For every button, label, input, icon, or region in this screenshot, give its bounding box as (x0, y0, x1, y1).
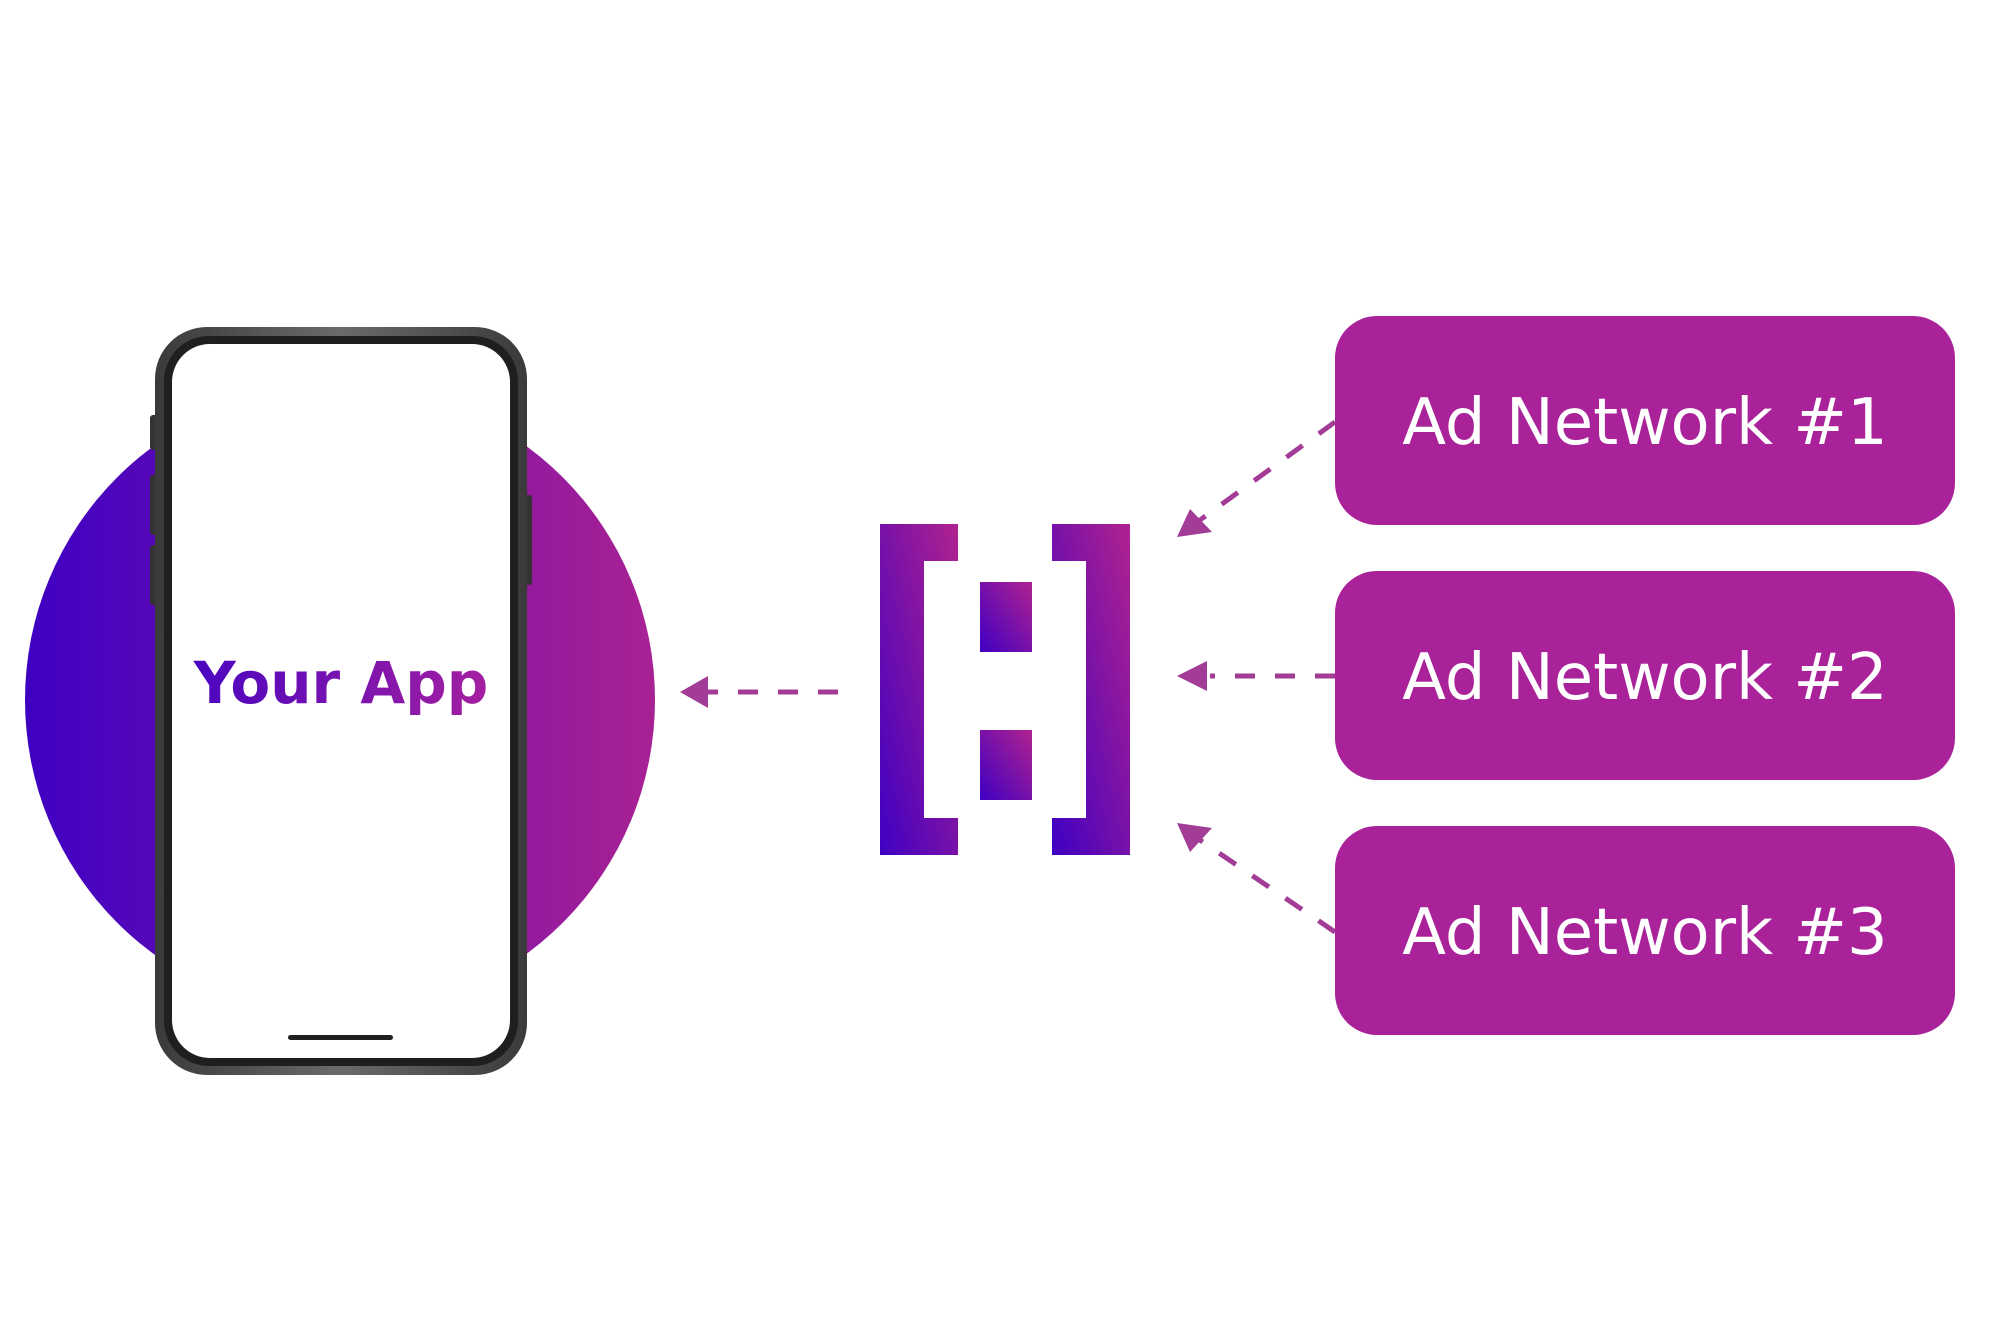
network-box-3-bg (1335, 826, 1955, 1035)
logo-square-top (980, 582, 1032, 652)
arrowhead-network2 (1177, 661, 1207, 691)
arrowhead-app (680, 676, 708, 708)
home-indicator (288, 1035, 393, 1040)
network-label-1: Ad Network #1 (1402, 386, 1888, 460)
arrowhead-network3 (1177, 823, 1212, 852)
network-box-3: Ad Network #3 (1335, 826, 1955, 1035)
logo-square-bottom (980, 730, 1032, 800)
network-box-1-bg (1335, 316, 1955, 525)
logo-right-bracket (1052, 524, 1130, 855)
arrows (708, 419, 1337, 935)
arrow-network3-to-logo (1198, 837, 1337, 935)
arrowhead-network1 (1177, 509, 1212, 537)
phone-device: Your App (150, 327, 532, 1075)
network-box-2: Ad Network #2 (1335, 571, 1955, 780)
phone-screen (172, 344, 510, 1058)
arrowheads (680, 509, 1212, 852)
network-label-2: Ad Network #2 (1402, 641, 1888, 715)
network-box-1: Ad Network #1 (1335, 316, 1955, 525)
app-label: Your App (193, 649, 489, 717)
logo-left-bracket (880, 524, 958, 855)
arrow-network1-to-logo (1198, 419, 1337, 523)
network-label-3: Ad Network #3 (1402, 896, 1888, 970)
network-box-2-bg (1335, 571, 1955, 780)
mediation-logo-icon (880, 524, 1130, 855)
